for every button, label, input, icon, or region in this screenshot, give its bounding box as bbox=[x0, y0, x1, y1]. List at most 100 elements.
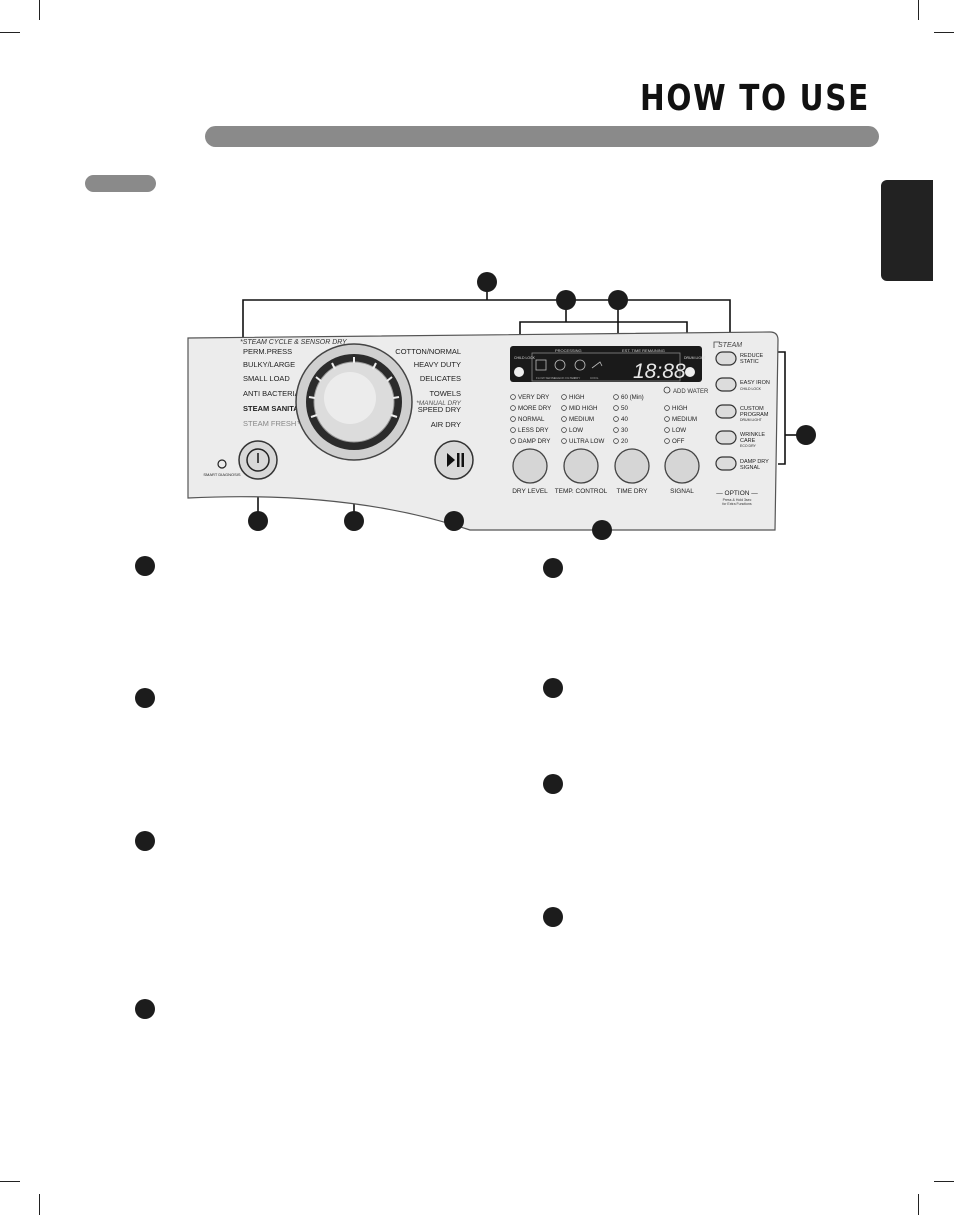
crop-mark bbox=[934, 1181, 954, 1182]
dry-level-knob[interactable] bbox=[512, 448, 548, 484]
option-button-sublabel: DRUM LIGHT bbox=[740, 418, 763, 422]
option-text: LESS DRY bbox=[518, 427, 549, 434]
section-badge bbox=[543, 774, 563, 794]
wrinkle-care-button[interactable] bbox=[715, 430, 737, 445]
cycle-right: SPEED DRY bbox=[418, 405, 461, 414]
callout-badge bbox=[796, 425, 816, 445]
control-panel-diagram: *STEAM CYCLE & SENSOR DRY PERM.PRESS BUL… bbox=[187, 272, 816, 540]
temp-control-knob[interactable] bbox=[563, 448, 599, 484]
section-badge bbox=[543, 678, 563, 698]
cycle-left: STEAM FRESH™ bbox=[243, 419, 304, 428]
display-sub-label: DRY bbox=[574, 376, 580, 380]
cycle-selector-dial[interactable] bbox=[295, 343, 413, 461]
knob-label: SIGNAL bbox=[670, 488, 694, 495]
option-button-sublabel: CHILD LOCK bbox=[740, 387, 762, 391]
easy-iron-button[interactable] bbox=[715, 377, 737, 392]
option-text: 20 bbox=[621, 438, 628, 445]
signal-options: HIGH MEDIUM LOW OFF bbox=[664, 405, 697, 445]
option-note: for Extra Functions bbox=[722, 502, 752, 506]
callout-badge bbox=[444, 511, 464, 531]
reduce-static-button[interactable] bbox=[715, 351, 737, 366]
crop-mark bbox=[0, 32, 20, 33]
option-button-label: DAMP DRY bbox=[740, 459, 769, 465]
knob-label: DRY LEVEL bbox=[512, 488, 548, 495]
option-note: Press & Hold 3sec bbox=[723, 498, 752, 502]
option-button-label: CARE bbox=[740, 438, 756, 444]
section-badge bbox=[135, 999, 155, 1019]
steam-label: STEAM bbox=[718, 342, 742, 349]
section-badge bbox=[543, 558, 563, 578]
option-text: MORE DRY bbox=[518, 405, 551, 412]
cycle-right: TOWELS bbox=[429, 389, 461, 398]
title-bar bbox=[205, 126, 879, 147]
option-button-label: STATIC bbox=[740, 359, 759, 365]
damp-dry-signal-button[interactable] bbox=[715, 456, 737, 471]
cycle-left: SMALL LOAD bbox=[243, 374, 290, 383]
section-badge bbox=[135, 556, 155, 576]
crop-mark bbox=[39, 0, 40, 20]
drum-light-indicator: DRUM LIGHT bbox=[684, 356, 707, 360]
option-text: MEDIUM bbox=[569, 416, 594, 423]
start-pause-button[interactable] bbox=[434, 440, 474, 480]
display-sub-label: COOL bbox=[590, 376, 599, 380]
knob-label: TEMP. CONTROL bbox=[555, 488, 608, 495]
option-text: NORMAL bbox=[518, 416, 545, 423]
add-water-icon bbox=[663, 386, 671, 394]
time-dry-knob[interactable] bbox=[614, 448, 650, 484]
option-text: MEDIUM bbox=[672, 416, 697, 423]
crop-mark bbox=[934, 32, 954, 33]
dry-level-options: VERY DRY MORE DRY NORMAL LESS DRY DAMP D… bbox=[510, 394, 551, 445]
option-button-label: WRINKLE bbox=[740, 432, 765, 438]
option-button-label: SIGNAL bbox=[740, 465, 760, 471]
option-text: ULTRA LOW bbox=[569, 438, 604, 445]
option-button-label: PROGRAM bbox=[740, 412, 769, 418]
option-button-label: REDUCE bbox=[740, 353, 764, 359]
cycle-left: ANTI BACTERIAL bbox=[243, 389, 304, 398]
option-text: HIGH bbox=[569, 394, 584, 401]
child-lock-indicator: CHILD LOCK bbox=[514, 356, 536, 360]
processing-label: PROCESSING bbox=[555, 348, 582, 353]
temp-options: HIGH MID HIGH MEDIUM LOW ULTRA LOW bbox=[561, 394, 604, 445]
option-text: MID HIGH bbox=[569, 405, 598, 412]
option-text: 40 bbox=[621, 416, 628, 423]
lcd-display: CHILD LOCK DRUM LIGHT PROCESSING EST. TI… bbox=[510, 346, 707, 383]
power-button[interactable] bbox=[238, 440, 278, 480]
option-button-label: CUSTOM bbox=[740, 406, 764, 412]
signal-knob[interactable] bbox=[664, 448, 700, 484]
section-badge bbox=[135, 831, 155, 851]
add-water-label: ADD WATER bbox=[673, 389, 709, 395]
callout-badge bbox=[344, 511, 364, 531]
smart-diagnosis-icon bbox=[217, 459, 227, 469]
option-text: DAMP DRY bbox=[518, 438, 550, 445]
cycle-right: COTTON/NORMAL bbox=[395, 347, 461, 356]
knob-label: TIME DRY bbox=[617, 488, 649, 495]
callout-badge bbox=[477, 272, 497, 292]
crop-mark bbox=[918, 1194, 919, 1215]
cycle-left: STEAM SANITARY™ bbox=[243, 404, 316, 413]
crop-mark bbox=[918, 0, 919, 20]
time-label: EST. TIME REMAINING bbox=[622, 348, 665, 353]
cycle-left: BULKY/LARGE bbox=[243, 360, 295, 369]
section-badge bbox=[135, 688, 155, 708]
option-text: 50 bbox=[621, 405, 628, 412]
option-text: LOW bbox=[672, 427, 686, 434]
option-text: 60 (Min) bbox=[621, 394, 644, 401]
section-badge bbox=[543, 907, 563, 927]
option-text: HIGH bbox=[672, 405, 687, 412]
section-pill bbox=[85, 175, 156, 192]
option-text: OFF bbox=[672, 438, 685, 445]
callout-badge bbox=[608, 290, 628, 310]
manual-dry-note: *MANUAL DRY bbox=[416, 400, 461, 407]
cycle-right: HEAVY DUTY bbox=[414, 360, 461, 369]
option-text: VERY DRY bbox=[518, 394, 549, 401]
option-text: LOW bbox=[569, 427, 583, 434]
callout-badge bbox=[248, 511, 268, 531]
crop-mark bbox=[39, 1194, 40, 1215]
custom-program-button[interactable] bbox=[715, 404, 737, 419]
time-options: 60 (Min) 50 40 30 20 bbox=[613, 394, 644, 445]
callout-badge bbox=[556, 290, 576, 310]
smart-diagnosis-label: SMART DIAGNOSIS bbox=[203, 472, 241, 477]
dial-header: *STEAM CYCLE & SENSOR DRY bbox=[240, 339, 348, 346]
cycle-right: DELICATES bbox=[420, 374, 461, 383]
callout-badge bbox=[592, 520, 612, 540]
